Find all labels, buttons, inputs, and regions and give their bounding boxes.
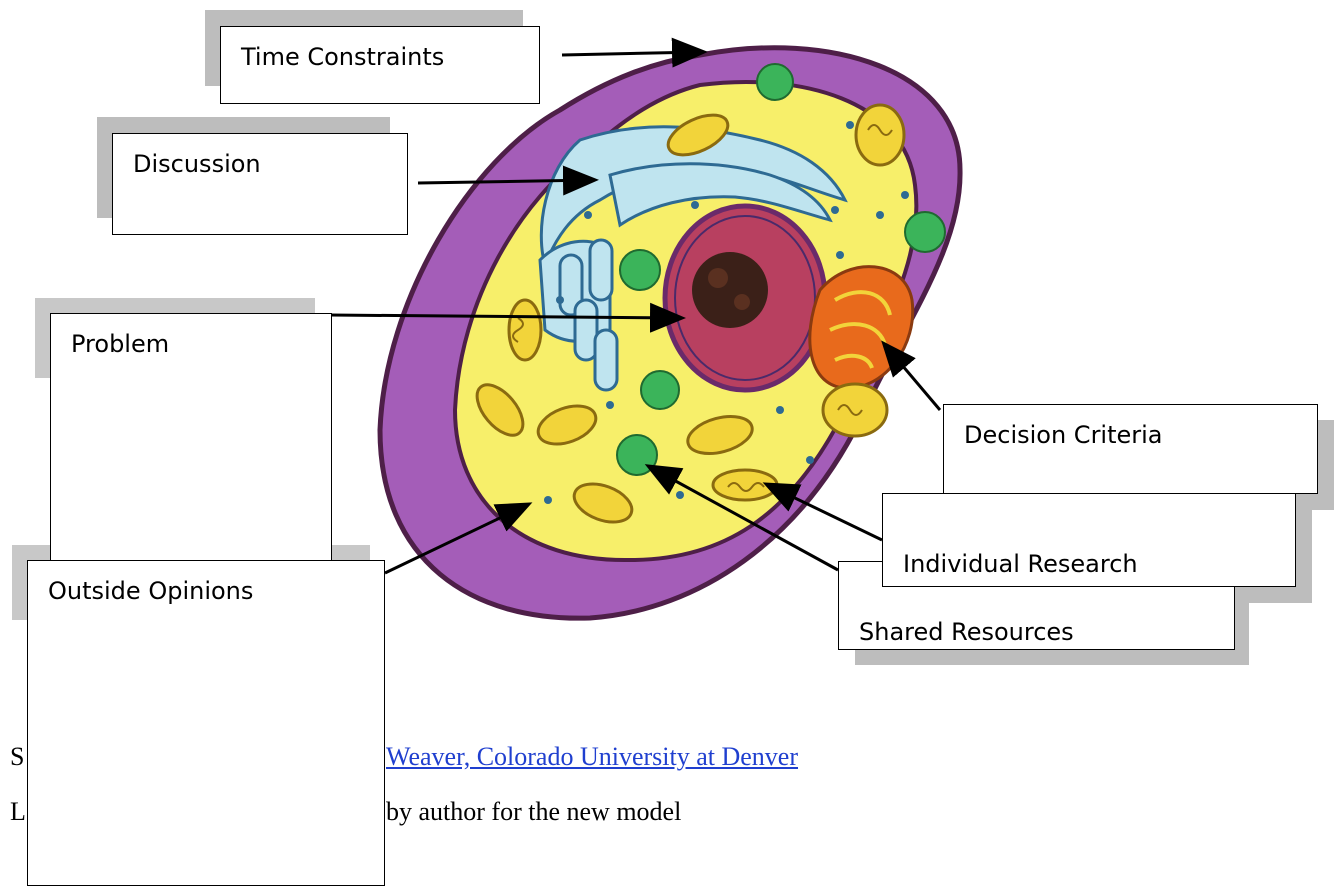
source-link-line[interactable]: Weaver, Colorado University at Denver (386, 742, 798, 772)
discussion-text: Discussion (133, 150, 407, 178)
problem-text: Problem (71, 330, 331, 358)
outside-opinions-text: Outside Opinions (48, 577, 384, 605)
golgi-apparatus (810, 267, 913, 388)
label-time-constraints: Time Constraints (220, 26, 540, 104)
credit-prefix: L (10, 797, 26, 826)
label-outside-opinions: Outside Opinions (27, 560, 385, 886)
arrow-decision-criteria (885, 345, 940, 410)
arrow-time-constraints (562, 52, 702, 55)
source-line: S (10, 742, 24, 772)
shared-resources-text: Shared Resources (859, 618, 1234, 646)
credit-line: L (10, 797, 26, 827)
label-individual-research: Individual Research (882, 493, 1296, 587)
credit-text: by author for the new model (386, 797, 681, 826)
source-link[interactable]: Weaver, Colorado University at Denver (386, 742, 798, 771)
time-constraints-text: Time Constraints (241, 43, 539, 71)
label-decision-criteria: Decision Criteria (943, 404, 1318, 494)
credit-text-line: by author for the new model (386, 797, 681, 827)
decision-criteria-text: Decision Criteria (964, 421, 1317, 449)
individual-research-text: Individual Research (903, 550, 1295, 578)
label-problem: Problem (50, 313, 332, 593)
source-prefix: S (10, 742, 24, 771)
label-discussion: Discussion (112, 133, 408, 235)
nucleus (665, 206, 825, 390)
